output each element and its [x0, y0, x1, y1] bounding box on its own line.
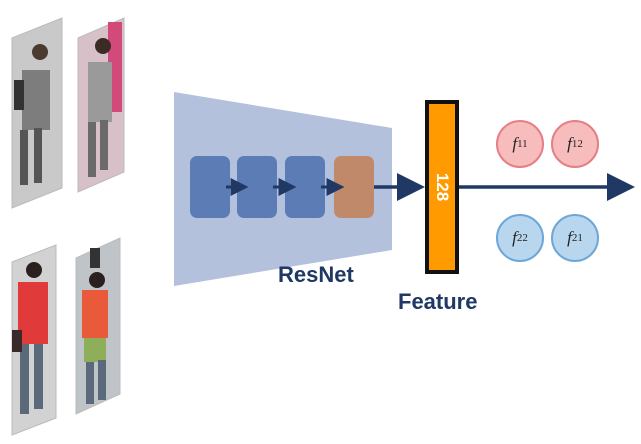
resnet-label: ResNet: [278, 262, 354, 287]
person-image-b1: [11, 244, 57, 436]
person-image-b2: [75, 237, 121, 415]
feature-label: Feature: [398, 289, 478, 314]
feature-dim-label: 128: [433, 172, 452, 202]
resnet-block-4: [334, 156, 374, 218]
person-image-a1: [11, 17, 63, 209]
resnet-block-1: [190, 156, 230, 218]
resnet-block-2: [237, 156, 277, 218]
feature-bar: [425, 100, 459, 274]
resnet-block-3: [285, 156, 325, 218]
person-image-a2: [77, 17, 125, 193]
